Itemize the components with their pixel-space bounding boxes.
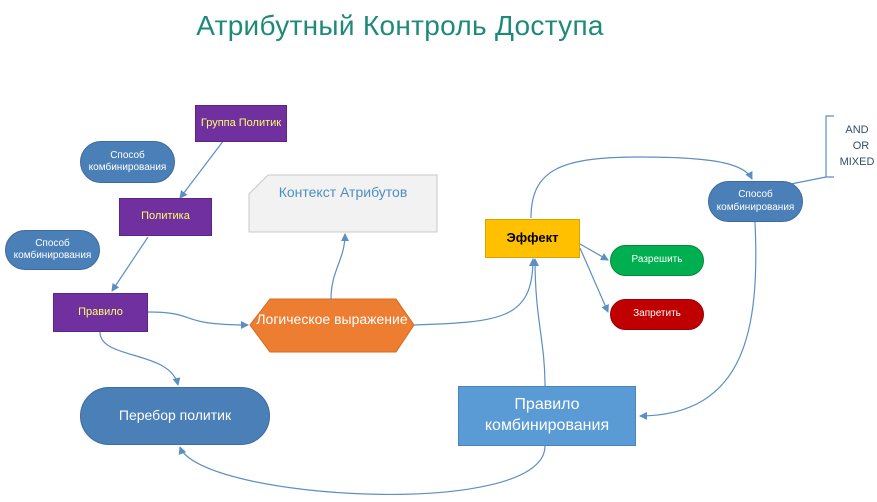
policy-iteration-label: Перебор политик xyxy=(118,407,232,424)
permit-label: Разрешить xyxy=(631,254,683,266)
connector-logic-to-effect xyxy=(413,258,537,326)
combining-rule-label: Правило комбинирования xyxy=(484,396,610,434)
policy-iteration-node: Перебор политик xyxy=(80,387,270,445)
effect-node: Эффект xyxy=(485,219,580,258)
effect-label: Эффект xyxy=(506,230,559,246)
policy-group-label: Группа Политик xyxy=(200,116,282,129)
connector-rule-to-iteration xyxy=(99,331,181,386)
options-bracket xyxy=(825,115,834,178)
option-mixed: MIXED xyxy=(839,156,875,168)
deny-label: Запретить xyxy=(633,308,681,320)
logical-expression-label: Логическое выражение xyxy=(256,311,408,327)
connector-rulecomb-to-effect xyxy=(531,258,546,387)
policy-label: Политика xyxy=(141,210,190,223)
policy-group-node: Группа Политик xyxy=(195,105,287,142)
attribute-context-label: Контекст Атрибутов xyxy=(278,184,408,200)
deny-node: Запретить xyxy=(610,299,704,330)
permit-node: Разрешить xyxy=(610,245,704,276)
connector-policy-to-rule xyxy=(111,236,149,292)
combining-method-label-3: Способ комбинирования xyxy=(716,189,795,213)
connector-logic-to-context xyxy=(330,233,349,300)
combining-method-node-2: Способ комбинирования xyxy=(5,230,100,270)
page-title: Атрибутный Контроль Доступа xyxy=(196,10,604,41)
connector-rulecomb-to-iteration xyxy=(178,445,546,495)
rule-node: Правило xyxy=(53,293,148,332)
connector-group-to-policy xyxy=(179,139,225,199)
combining-rule-node: Правило комбинирования xyxy=(458,386,636,446)
combining-method-label-1: Способ комбинирования xyxy=(88,149,167,174)
connector-effect-to-deny xyxy=(579,247,609,313)
option-and: AND xyxy=(845,124,869,136)
connector-rule-to-logic xyxy=(147,311,249,329)
combining-method-label-2: Способ комбинирования xyxy=(13,237,92,262)
rule-label: Правило xyxy=(78,305,123,318)
combining-method-node-3: Способ комбинирования xyxy=(708,181,803,222)
option-or: OR xyxy=(852,140,870,152)
connector-effect-to-permit xyxy=(579,243,609,261)
combining-method-node-1: Способ комбинирования xyxy=(80,141,175,183)
policy-node: Политика xyxy=(119,198,212,236)
